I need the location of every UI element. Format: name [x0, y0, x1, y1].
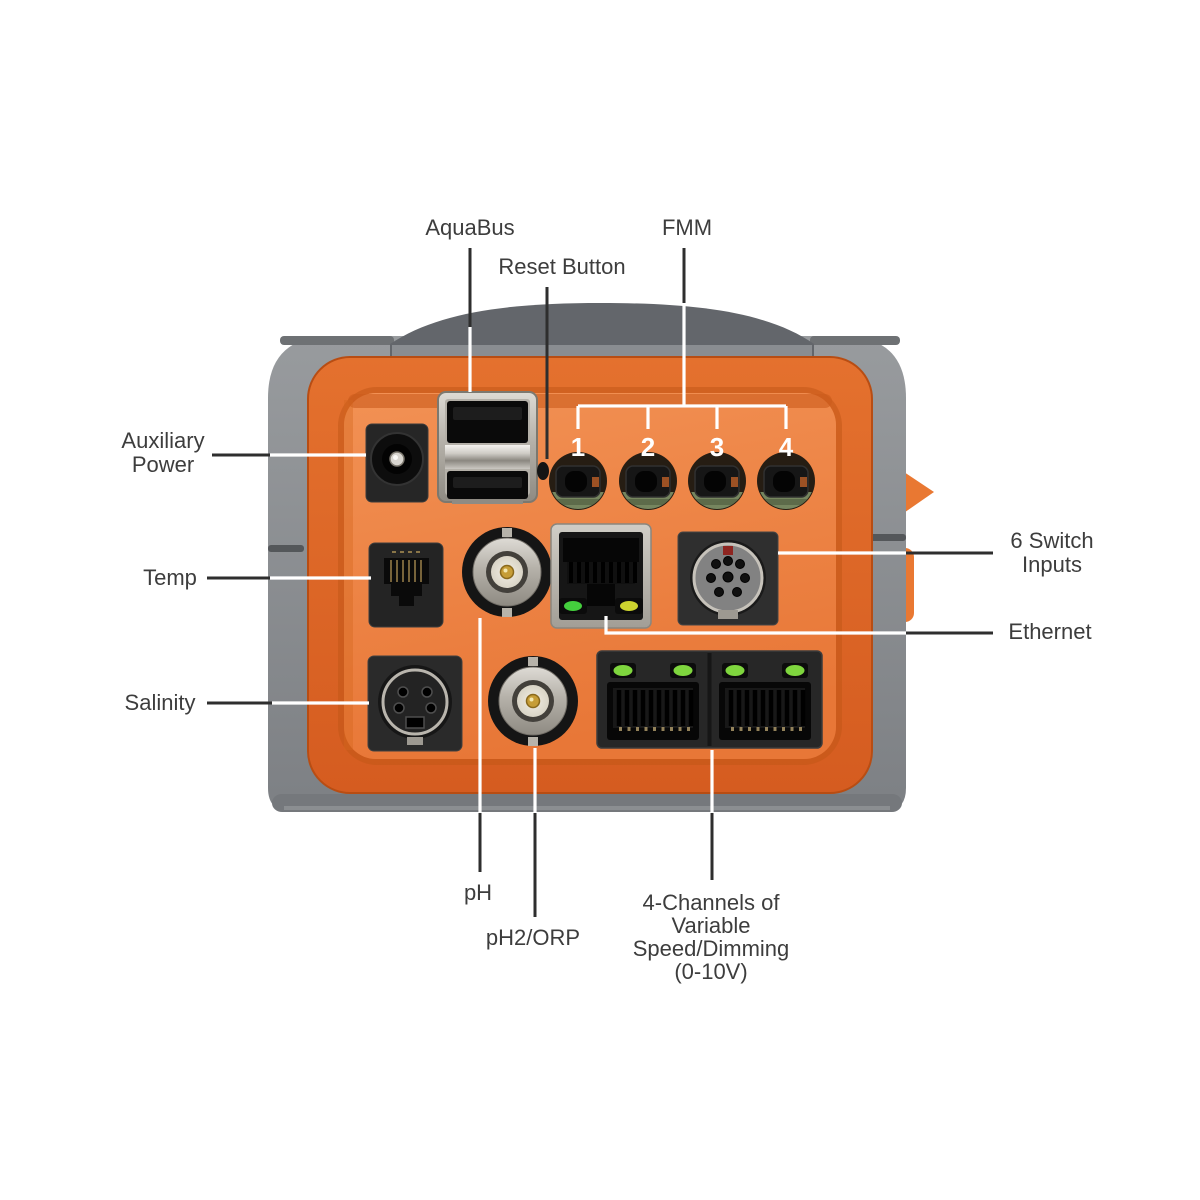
led-green	[673, 665, 693, 676]
fmm-port-3	[688, 452, 746, 510]
salinity-port	[367, 655, 463, 752]
label-switch-inputs-line1: 6 Switch	[1010, 528, 1094, 553]
ethernet-port	[550, 523, 652, 629]
led-green	[725, 665, 745, 676]
label-auxiliary-power-line1: Auxiliary	[121, 428, 205, 453]
shell-seam-right	[868, 534, 906, 541]
shell-top-edge-right	[810, 336, 900, 345]
shell-bottom-highlight	[284, 806, 890, 810]
label-salinity: Salinity	[124, 690, 196, 715]
fmm-port-2	[619, 452, 677, 510]
fmm-bracket	[576, 404, 788, 429]
aquabus-usb-ports	[437, 391, 538, 504]
reset-button-pinhole	[537, 462, 549, 480]
rj11-pins	[390, 560, 422, 582]
temp-port	[368, 542, 444, 628]
label-variable-channels: 4-Channels of Variable Speed/Dimming (0-…	[633, 891, 790, 983]
shell-seam-left	[268, 545, 304, 552]
label-ph2-orp: pH2/ORP	[485, 925, 581, 950]
shell-top-edge-left	[280, 336, 394, 345]
callout-lines-light	[270, 303, 906, 813]
label-variable-channels-line1: 4-Channels of	[642, 890, 780, 915]
label-auxiliary-power: Auxiliary Power	[121, 429, 204, 477]
fmm-port-1	[549, 452, 607, 510]
led-green	[785, 665, 805, 676]
auxiliary-power-port	[365, 423, 429, 503]
label-reset-button: Reset Button	[498, 254, 626, 279]
face-left-shadow	[344, 400, 353, 750]
ph2-orp-bnc-port	[488, 656, 578, 746]
din-orientation-mark	[723, 546, 733, 555]
label-ph: pH	[463, 880, 493, 905]
label-variable-channels-line2: Variable	[671, 913, 751, 938]
label-fmm: FMM	[661, 215, 713, 240]
label-temp: Temp	[143, 565, 197, 590]
fmm-port-number-1: 1	[571, 432, 585, 462]
ethernet-line-light	[604, 616, 906, 635]
variable-speed-ports	[596, 650, 823, 749]
bnc-center-pin	[525, 693, 541, 709]
label-aquabus: AquaBus	[425, 215, 515, 240]
side-fin	[898, 468, 934, 517]
switch-inputs-port	[677, 531, 779, 626]
rj45-jack-2	[719, 663, 811, 740]
ph-bnc-port	[462, 527, 552, 617]
fmm-port-4	[757, 452, 815, 510]
fmm-port-number-3: 3	[710, 432, 724, 462]
rj45-jack-1	[607, 663, 699, 740]
label-variable-channels-line3: Speed/Dimming	[632, 936, 790, 961]
label-auxiliary-power-line2: Power	[131, 452, 195, 477]
bnc-center-pin	[499, 564, 515, 580]
led-green	[613, 665, 633, 676]
fmm-port-number-2: 2	[641, 432, 655, 462]
label-switch-inputs: 6 Switch Inputs	[1010, 529, 1093, 577]
din-key-slot	[405, 716, 425, 729]
callout-lines-dark	[207, 248, 993, 917]
label-switch-inputs-line2: Inputs	[1022, 552, 1082, 577]
label-ethernet: Ethernet	[1008, 619, 1092, 644]
fmm-port-number-4: 4	[779, 432, 794, 462]
label-variable-channels-line4: (0-10V)	[674, 959, 748, 984]
